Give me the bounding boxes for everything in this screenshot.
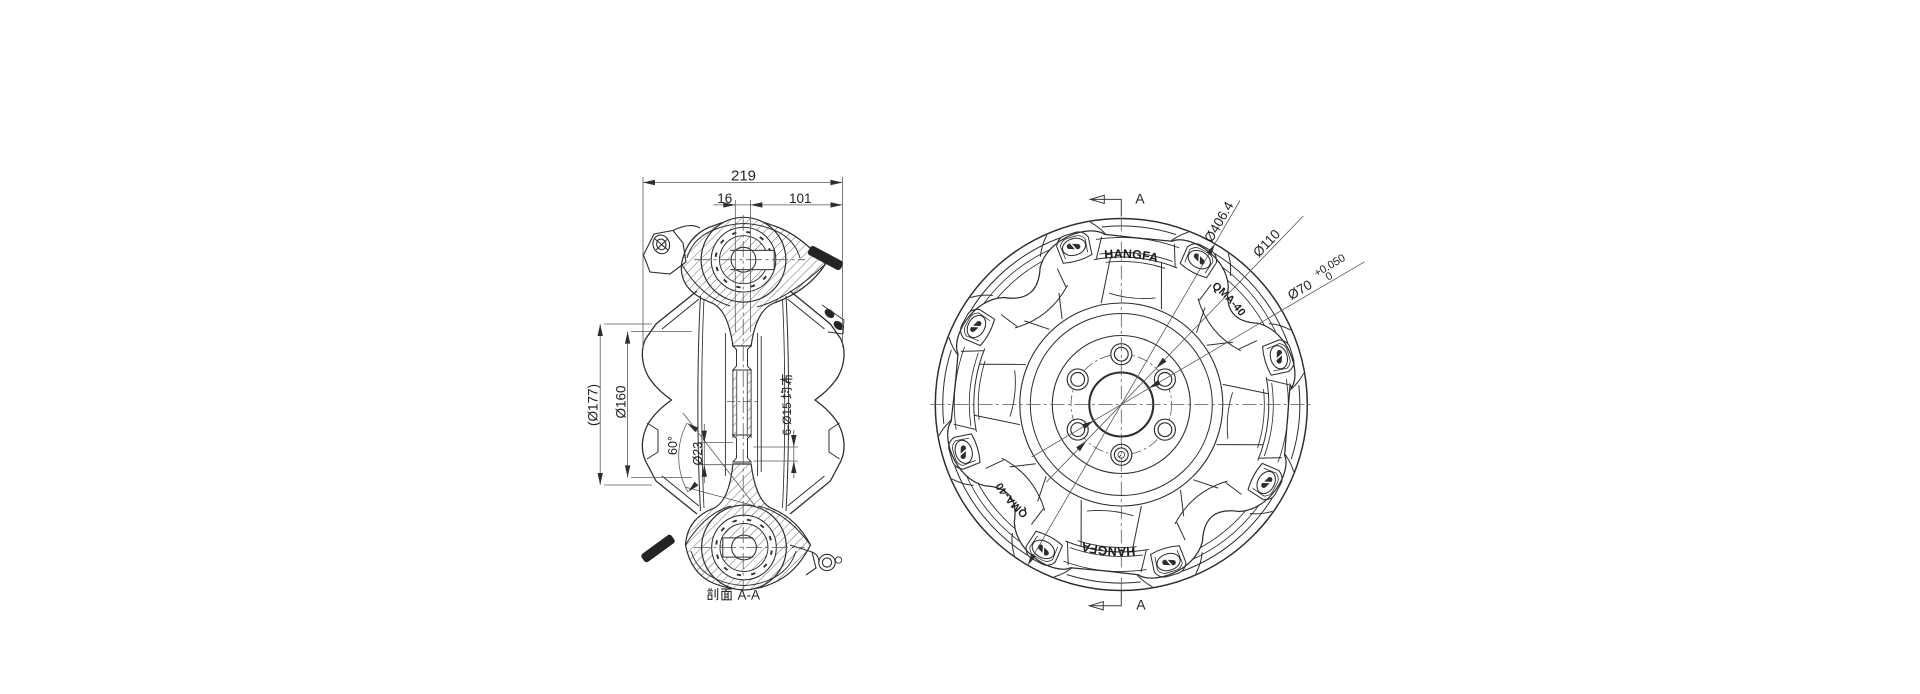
svg-text:A-A: A-A bbox=[738, 588, 761, 603]
svg-text:Ø23: Ø23 bbox=[691, 442, 705, 466]
svg-text:HANGFA: HANGFA bbox=[1104, 247, 1160, 265]
svg-text:6-Ø15: 6-Ø15 bbox=[780, 402, 794, 436]
svg-text:Ø160: Ø160 bbox=[614, 385, 629, 418]
svg-text:101: 101 bbox=[789, 191, 812, 206]
svg-text:A: A bbox=[1135, 190, 1145, 206]
svg-text:0: 0 bbox=[1324, 270, 1335, 283]
svg-text:16: 16 bbox=[717, 191, 732, 206]
svg-text:219: 219 bbox=[731, 168, 756, 185]
svg-text:A: A bbox=[1136, 597, 1146, 613]
svg-text:60°: 60° bbox=[666, 436, 680, 455]
svg-text:(Ø177): (Ø177) bbox=[586, 384, 601, 426]
